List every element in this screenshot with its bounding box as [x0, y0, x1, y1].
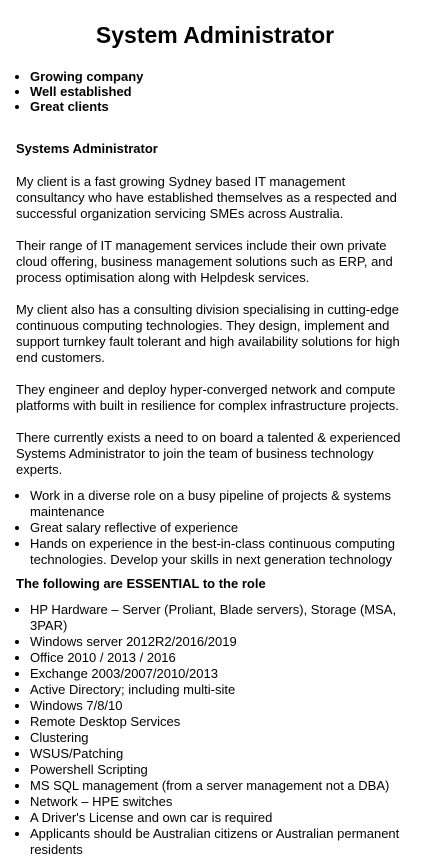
requirements-list: HP Hardware – Server (Proliant, Blade se… — [16, 602, 414, 858]
duty-item: Work in a diverse role on a busy pipelin… — [30, 488, 414, 520]
intro-paragraph: My client is a fast growing Sydney based… — [16, 174, 397, 221]
requirement-item: Office 2010 / 2013 / 2016 — [30, 650, 414, 666]
page-title: System Administrator — [95, 22, 335, 48]
engineering-paragraph: They engineer and deploy hyper-converged… — [16, 382, 399, 413]
consulting-paragraph: My client also has a consulting division… — [16, 302, 400, 365]
requirement-item: Active Directory; including multi-site — [30, 682, 414, 698]
requirement-item: Remote Desktop Services — [30, 714, 414, 730]
requirement-item: Applicants should be Australian citizens… — [30, 826, 414, 858]
requirement-item: Clustering — [30, 730, 414, 746]
requirement-item: Windows server 2012R2/2016/2019 — [30, 634, 414, 650]
requirement-item: Powershell Scripting — [30, 762, 414, 778]
requirement-item: MS SQL management (from a server managem… — [30, 778, 414, 794]
requirement-item: Network – HPE switches — [30, 794, 414, 810]
duty-item: Hands on experience in the best-in-class… — [30, 536, 414, 568]
requirement-item: WSUS/Patching — [30, 746, 414, 762]
requirement-item: Windows 7/8/10 — [30, 698, 414, 714]
requirement-item: A Driver's License and own car is requir… — [30, 810, 414, 826]
requirement-item: HP Hardware – Server (Proliant, Blade se… — [30, 602, 414, 634]
highlight-item: Great clients — [30, 99, 414, 114]
need-paragraph: There currently exists a need to on boar… — [16, 430, 401, 477]
highlight-item: Growing company — [30, 69, 414, 84]
requirement-item: Exchange 2003/2007/2010/2013 — [30, 666, 414, 682]
highlights-list: Growing company Well established Great c… — [16, 69, 414, 114]
section-title: Systems Administrator — [16, 141, 158, 156]
duties-list: Work in a diverse role on a busy pipelin… — [16, 488, 414, 568]
duty-item: Great salary reflective of experience — [30, 520, 414, 536]
highlight-item: Well established — [30, 84, 414, 99]
essential-heading: The following are ESSENTIAL to the role — [16, 576, 266, 591]
services-paragraph: Their range of IT management services in… — [16, 238, 393, 285]
